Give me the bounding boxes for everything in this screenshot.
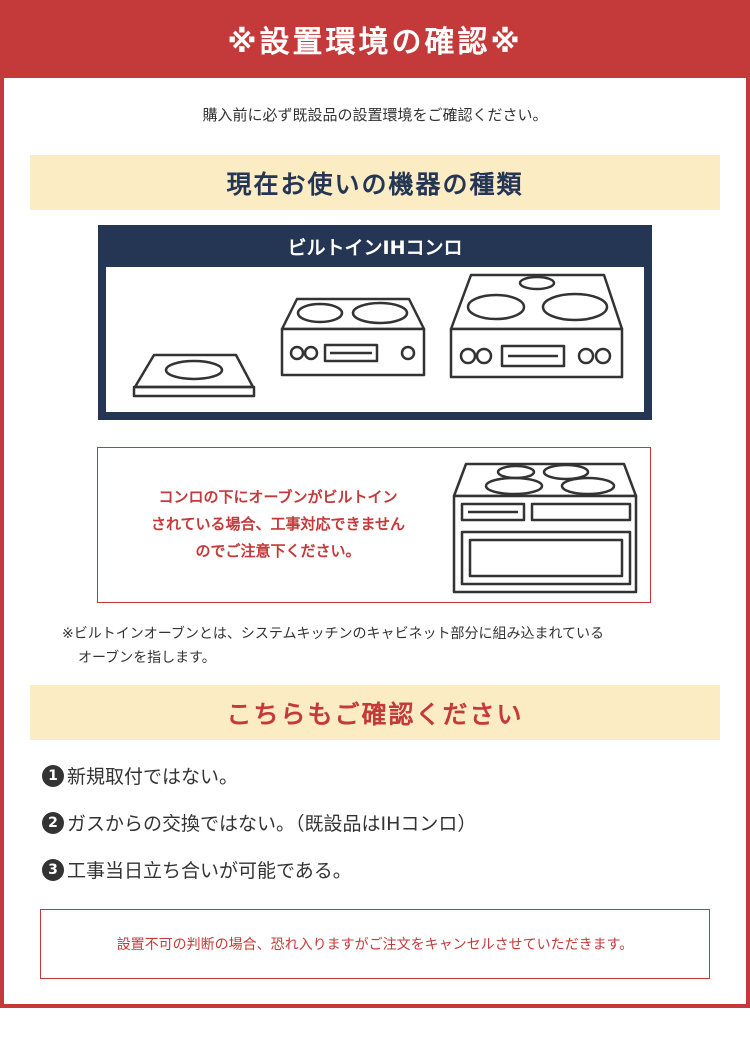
list-item: 2 ガスからの交換ではない。（既設品はIHコンロ） <box>42 809 476 836</box>
list-item: 1 新規取付ではない。 <box>42 762 238 789</box>
device-type-panel: ビルトインIHコンロ <box>98 225 652 420</box>
single-burner-ih-icon <box>132 353 256 398</box>
cancellation-notice: 設置不可の判断の場合、恐れ入りますがご注文をキャンセルさせていただきます。 <box>40 909 710 979</box>
device-type-label: ビルトインIHコンロ <box>287 236 463 259</box>
ih-with-built-in-oven-icon <box>452 462 638 594</box>
three-burner-ih-icon <box>449 273 624 379</box>
list-item: 3 工事当日立ち合いが可能である。 <box>42 856 352 883</box>
intro-text: 購入前に必ず既設品の設置環境をご確認ください。 <box>202 106 548 124</box>
number-badge-icon: 1 <box>42 764 64 787</box>
list-item-text: 工事当日立ち合いが可能である。 <box>67 860 352 882</box>
list-item-text: ガスからの交換ではない。（既設品はIHコンロ） <box>67 813 477 835</box>
page-title: ※設置環境の確認※ <box>0 0 750 78</box>
device-section-heading: 現在お使いの機器の種類 <box>30 155 720 210</box>
two-burner-ih-icon <box>280 297 426 377</box>
oven-warning-box: コンロの下にオーブンがビルトイン されている場合、工事対応できません のでご注意… <box>97 447 651 603</box>
number-badge-icon: 2 <box>42 811 64 834</box>
number-badge-icon: 3 <box>42 858 64 881</box>
built-in-oven-note: ※ビルトインオーブンとは、システムキッチンのキャビネット部分に組み込まれている … <box>62 626 605 666</box>
device-illustration-area <box>106 267 644 412</box>
confirm-section-heading: こちらもご確認ください <box>30 685 720 740</box>
oven-warning-text: コンロの下にオーブンがビルトイン されている場合、工事対応できません のでご注意… <box>150 488 406 560</box>
list-item-text: 新規取付ではない。 <box>67 766 239 788</box>
